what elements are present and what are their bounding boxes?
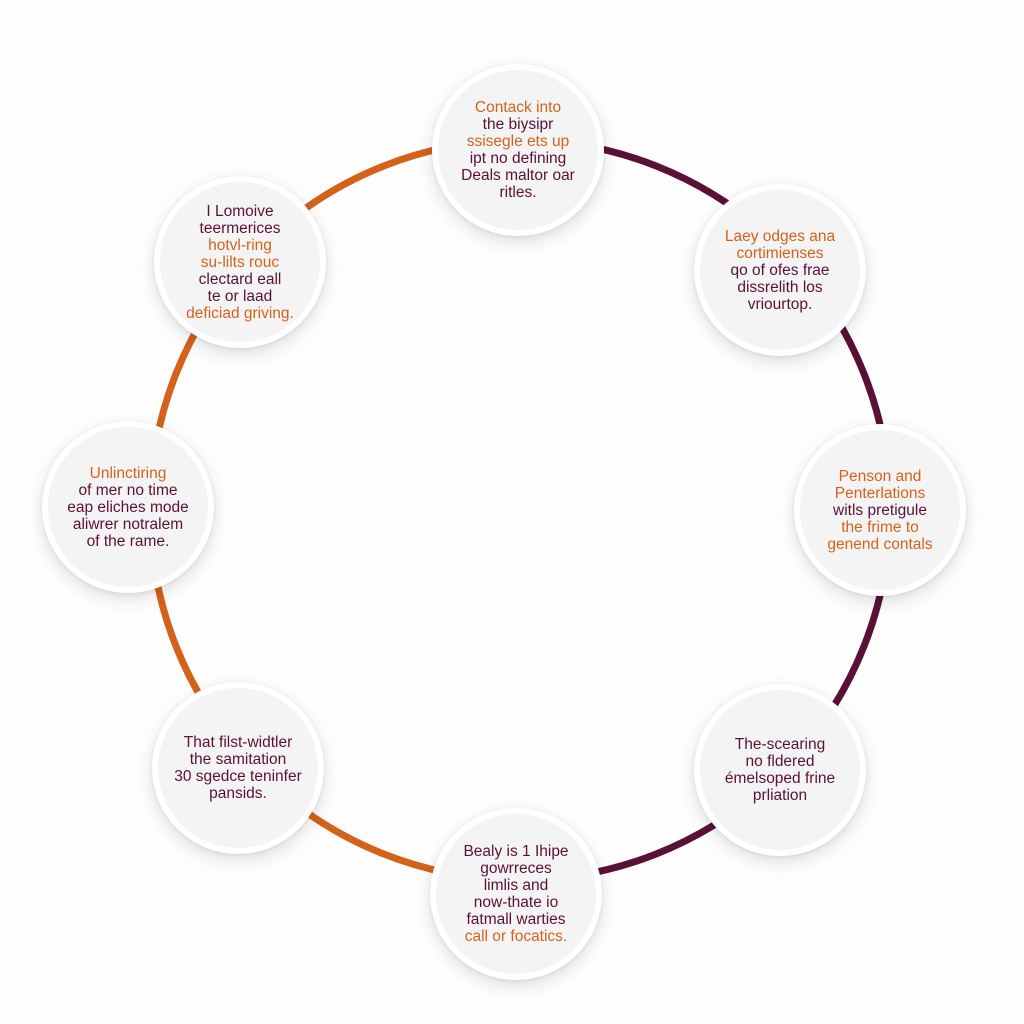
step-node-top: Contack into the biysipr ssisegle ets up… bbox=[432, 64, 604, 236]
step-text-lower-left: That filst-widtler the samitation 30 sge… bbox=[163, 734, 313, 802]
text-line: eap eliches mode bbox=[67, 498, 189, 516]
text-line: dissrelith los bbox=[737, 278, 823, 296]
text-line: aliwrer notralem bbox=[72, 515, 184, 533]
text-line: Deals maltor oar bbox=[461, 167, 575, 184]
text-line: of the rame. bbox=[86, 532, 170, 550]
text-line: genend contals bbox=[827, 535, 933, 553]
text-line: 30 sgedce teninfer bbox=[174, 768, 302, 785]
text-line: Contack into bbox=[474, 99, 562, 116]
text-line: su-lilts rouc bbox=[200, 253, 280, 271]
text-line: the samitation bbox=[189, 751, 287, 768]
text-line: teermerices bbox=[199, 219, 281, 237]
step-node-lower-right: The-scearing no fldered émelsoped frine … bbox=[694, 684, 866, 856]
text-line: That filst-widtler bbox=[183, 734, 293, 751]
text-line: prliation bbox=[752, 787, 808, 804]
text-line: ritles. bbox=[499, 184, 537, 201]
step-node-right: Penson and Penterlations witls pretigule… bbox=[794, 424, 966, 596]
text-line: I Lomoive bbox=[206, 202, 274, 220]
text-line: clectard eall bbox=[198, 270, 282, 288]
step-text-lower-right: The-scearing no fldered émelsoped frine … bbox=[705, 736, 855, 804]
text-line: The-scearing bbox=[734, 736, 826, 753]
text-line: the biysipr bbox=[482, 116, 554, 133]
step-text-top: Contack into the biysipr ssisegle ets up… bbox=[443, 99, 593, 201]
step-text-left: Unlinctiring of mer no time eap eliches … bbox=[53, 465, 203, 550]
text-line: Penterlations bbox=[834, 484, 926, 502]
text-line: te or laad bbox=[207, 287, 273, 305]
step-text-upper-right: Laey odges ana cortimienses qo of ofes f… bbox=[705, 228, 855, 313]
text-line: Bealy is 1 Ihipe bbox=[463, 843, 569, 860]
step-node-bottom: Bealy is 1 Ihipe gowrreces limlis and no… bbox=[430, 808, 602, 980]
text-line: vriourtop. bbox=[747, 295, 813, 313]
text-line: deficiad griving. bbox=[186, 304, 294, 322]
text-line: hotvl-ring bbox=[208, 236, 272, 254]
text-line: ssisegle ets up bbox=[466, 133, 570, 150]
step-text-upper-left: I Lomoive teermerices hotvl-ring su-lilt… bbox=[165, 203, 315, 322]
text-line: Penson and bbox=[838, 467, 922, 485]
text-line: now-thate io bbox=[473, 894, 559, 911]
step-node-left: Unlinctiring of mer no time eap eliches … bbox=[42, 421, 214, 593]
text-line: ipt no defining bbox=[469, 150, 567, 167]
text-line: the frime to bbox=[841, 518, 919, 536]
text-line: Unlinctiring bbox=[89, 464, 167, 482]
step-text-right: Penson and Penterlations witls pretigule… bbox=[805, 468, 955, 553]
text-line: cortimienses bbox=[736, 244, 824, 262]
text-line: call or focatics. bbox=[464, 928, 568, 945]
text-line: pansids. bbox=[209, 785, 267, 802]
step-node-upper-right: Laey odges ana cortimienses qo of ofes f… bbox=[694, 184, 866, 356]
text-line: Laey odges ana bbox=[724, 227, 836, 245]
text-line: fatmall warties bbox=[466, 911, 566, 928]
text-line: émelsoped frine bbox=[724, 770, 836, 787]
text-line: limlis and bbox=[483, 877, 549, 894]
text-line: gowrreces bbox=[480, 860, 552, 877]
step-node-upper-left: I Lomoive teermerices hotvl-ring su-lilt… bbox=[154, 176, 326, 348]
text-line: qo of ofes frae bbox=[730, 261, 830, 279]
step-node-lower-left: That filst-widtler the samitation 30 sge… bbox=[152, 682, 324, 854]
text-line: witls pretigule bbox=[833, 501, 927, 519]
step-text-bottom: Bealy is 1 Ihipe gowrreces limlis and no… bbox=[441, 843, 591, 945]
text-line: no fldered bbox=[745, 753, 815, 770]
text-line: of mer no time bbox=[78, 481, 178, 499]
